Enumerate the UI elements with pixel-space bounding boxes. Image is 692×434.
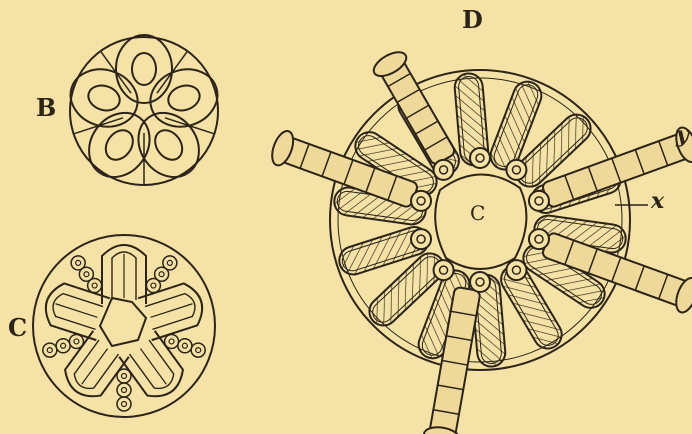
label-d: D	[462, 8, 483, 32]
figure-d-tubercle	[470, 272, 490, 292]
figure-c-band-midline	[82, 349, 108, 385]
figure-c-band-midline	[151, 304, 193, 318]
figure-b-cell-pore	[100, 125, 138, 165]
figure-d-tubercle	[470, 148, 490, 168]
figure-c-pore-dot	[122, 388, 127, 393]
label-b: B	[36, 96, 56, 120]
figure-c-pore-dot	[182, 343, 187, 348]
figure-b-cells	[63, 35, 225, 189]
label-x: x	[651, 190, 664, 212]
figure-c-pore	[56, 339, 70, 353]
figure-c-center	[100, 298, 146, 346]
figure-b-cell-pore	[150, 125, 188, 165]
label-y: y	[676, 124, 689, 146]
figure-d-tubercle	[529, 229, 549, 249]
label-c: C	[8, 316, 27, 340]
figure-c-band-midline	[56, 304, 98, 318]
figure-b	[63, 35, 225, 189]
figure-c-band	[40, 280, 110, 340]
figure-c-pore-dot	[122, 374, 127, 379]
figure-c-pore-dot	[167, 260, 172, 265]
figure-c-pore-dot	[47, 348, 52, 353]
figure-d-tubercle	[411, 191, 431, 211]
figure-c-pore-dot	[151, 283, 156, 288]
figure-b-cell-pore	[132, 53, 156, 85]
figure-c-pore-dot	[61, 343, 66, 348]
figure-c-pore	[71, 256, 85, 270]
figure-b-cell	[77, 101, 162, 189]
figure-c-band-midline	[140, 349, 166, 385]
figure-b-cell	[116, 35, 172, 103]
figure-c-pore-dot	[159, 272, 164, 277]
figure-c-pore	[178, 339, 192, 353]
figure-d-tubercle	[506, 160, 526, 180]
label-center-c: C	[470, 203, 485, 223]
figure-d	[268, 47, 692, 434]
figure-c-pore-dot	[92, 283, 97, 288]
figure-c-pore	[69, 334, 83, 348]
figure-d-tubercle	[434, 160, 454, 180]
figure-d-tubercle	[506, 260, 526, 280]
figure-c-pore	[163, 256, 177, 270]
figure-c-band	[138, 280, 208, 340]
figure-d-tubercle	[411, 229, 431, 249]
figure-b-cell-pore	[85, 82, 123, 115]
figure-c	[33, 235, 215, 417]
figure-c-pore-dot	[84, 272, 89, 277]
figure-c-pore	[43, 343, 57, 357]
figure-c-ambulacra	[40, 245, 208, 411]
figure-c-pore-dot	[122, 402, 127, 407]
figure-c-pore-dot	[196, 348, 201, 353]
figure-c-pore	[117, 397, 131, 411]
figure-c-pore	[191, 343, 205, 357]
figure-c-pore-dot	[76, 260, 81, 265]
figure-c-band	[102, 245, 146, 304]
figure-b-cell-pore	[165, 82, 203, 115]
figure-c-pore	[117, 383, 131, 397]
figure-b-cell	[126, 101, 211, 189]
figure-c-pore-dot	[169, 339, 174, 344]
figure-d-tubercle	[529, 191, 549, 211]
figure-d-tubercle	[434, 260, 454, 280]
figure-c-pore-dot	[74, 339, 79, 344]
